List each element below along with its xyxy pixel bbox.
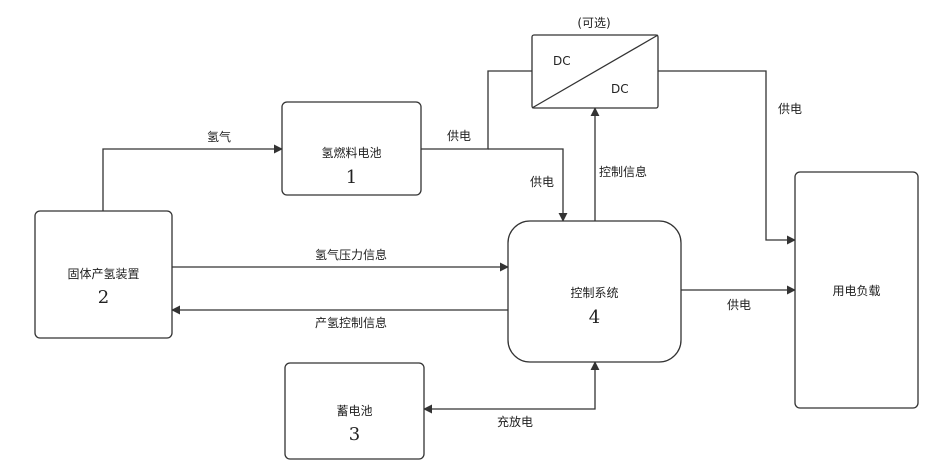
fuel-cell-node: 氢燃料电池 1	[282, 102, 421, 195]
power-dcdc-to-load-label: 供电	[778, 102, 802, 116]
dcdc-input-label: DC	[553, 54, 571, 68]
hydrogen-generator-node: 固体产氢装置 2	[35, 211, 172, 338]
battery-label: 蓄电池	[336, 404, 372, 418]
control-system-label: 控制系统	[570, 286, 618, 300]
charge-discharge-label: 充放电	[497, 414, 533, 429]
generation-control-info-label: 产氢控制信息	[315, 315, 387, 330]
hydrogen-label: 氢气	[207, 129, 231, 144]
hydrogen-pressure-info-label: 氢气压力信息	[315, 247, 387, 262]
battery-number: 3	[349, 424, 360, 445]
power-fc-to-control-label: 供电	[530, 175, 554, 189]
battery-node: 蓄电池 3	[285, 363, 424, 459]
hydrogen-generator-label: 固体产氢装置	[67, 266, 139, 281]
power-control-to-load-label: 供电	[727, 298, 751, 312]
power-fc-to-dcdc-line	[421, 71, 532, 149]
hydrogen-arrow	[103, 149, 282, 211]
fuel-cell-label: 氢燃料电池	[321, 145, 381, 160]
control-system-node: 控制系统 4	[508, 221, 681, 362]
control-signal-label: 控制信息	[599, 164, 647, 179]
load-node: 用电负载	[795, 172, 918, 408]
dcdc-optional-label: (可选)	[577, 16, 610, 30]
hydrogen-generator-number: 2	[98, 287, 109, 308]
load-label: 用电负载	[832, 284, 880, 298]
power-fc-to-dcdc-label: 供电	[447, 129, 471, 143]
fuel-cell-number: 1	[346, 167, 357, 188]
charge-discharge-arrow	[424, 362, 595, 409]
control-system-number: 4	[589, 307, 600, 328]
dcdc-converter-node: (可选) DC DC	[532, 16, 658, 108]
dcdc-output-label: DC	[611, 82, 629, 96]
power-dcdc-to-load-arrow	[658, 71, 795, 240]
